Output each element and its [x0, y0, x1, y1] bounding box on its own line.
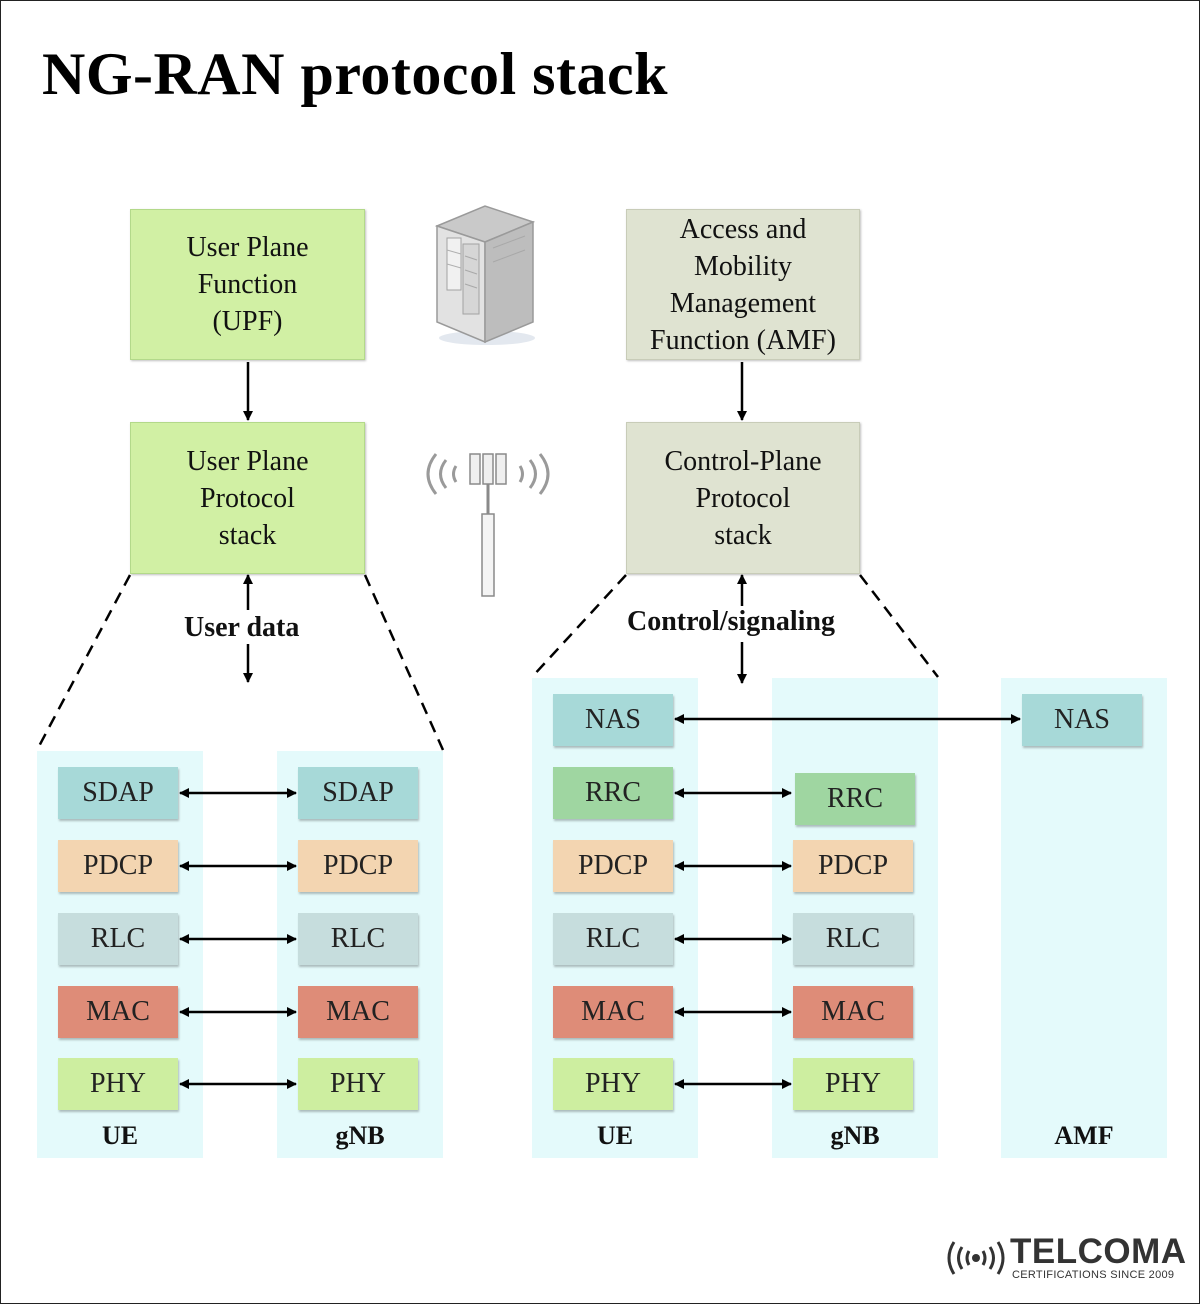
upf-box: User Plane Function (UPF) — [130, 209, 365, 360]
cp-gnb-pdcp-layer: PDCP — [793, 840, 913, 892]
up-gnb-sdap-layer: SDAP — [298, 767, 418, 819]
up-ue-column-label: UE — [101, 1121, 139, 1150]
cp-amf-nas-layer: NAS — [1022, 694, 1142, 746]
logo-tagline: CERTIFICATIONS SINCE 2009 — [1012, 1269, 1175, 1281]
cell-tower-icon — [426, 453, 550, 597]
signal-waves-icon — [947, 1241, 1005, 1275]
cp-ue-mac-layer: MAC — [553, 986, 673, 1038]
control-signaling-caption: Control/signaling — [623, 606, 839, 638]
cp-ue-phy-layer: PHY — [553, 1058, 673, 1110]
cp-gnb-rlc-layer: RLC — [793, 913, 913, 965]
cp-gnb-rrc-layer: RRC — [795, 773, 915, 825]
cp-amf-column-label: AMF — [1054, 1121, 1114, 1150]
cp-ue-pdcp-layer: PDCP — [553, 840, 673, 892]
up-ue-mac-layer: MAC — [58, 986, 178, 1038]
telcoma-logo: TELCOMA CERTIFICATIONS SINCE 2009 — [944, 1232, 1187, 1288]
up-gnb-rlc-layer: RLC — [298, 913, 418, 965]
cp-ue-rlc-layer: RLC — [553, 913, 673, 965]
cp-gnb-phy-layer: PHY — [793, 1058, 913, 1110]
up-gnb-column-label: gNB — [335, 1121, 385, 1150]
amf-box: Access and Mobility Management Function … — [626, 209, 860, 360]
up-ue-rlc-layer: RLC — [58, 913, 178, 965]
cp-gnb-mac-layer: MAC — [793, 986, 913, 1038]
user-plane-stack-box: User Plane Protocol stack — [130, 422, 365, 574]
server-cabinet-icon — [434, 205, 536, 345]
control-plane-stack-box: Control-Plane Protocol stack — [626, 422, 860, 574]
up-gnb-mac-layer: MAC — [298, 986, 418, 1038]
cp-amf-column — [1001, 678, 1167, 1158]
cp-ue-nas-layer: NAS — [553, 694, 673, 746]
up-gnb-phy-layer: PHY — [298, 1058, 418, 1110]
cp-ue-rrc-layer: RRC — [553, 767, 673, 819]
cp-ue-column-label: UE — [596, 1121, 634, 1150]
up-ue-pdcp-layer: PDCP — [58, 840, 178, 892]
page-title: NG-RAN protocol stack — [42, 41, 668, 107]
user-data-caption: User data — [180, 612, 304, 644]
up-gnb-pdcp-layer: PDCP — [298, 840, 418, 892]
up-ue-phy-layer: PHY — [58, 1058, 178, 1110]
logo-wordmark: TELCOMA — [1010, 1232, 1187, 1271]
up-ue-sdap-layer: SDAP — [58, 767, 178, 819]
cp-gnb-column-label: gNB — [830, 1121, 880, 1150]
